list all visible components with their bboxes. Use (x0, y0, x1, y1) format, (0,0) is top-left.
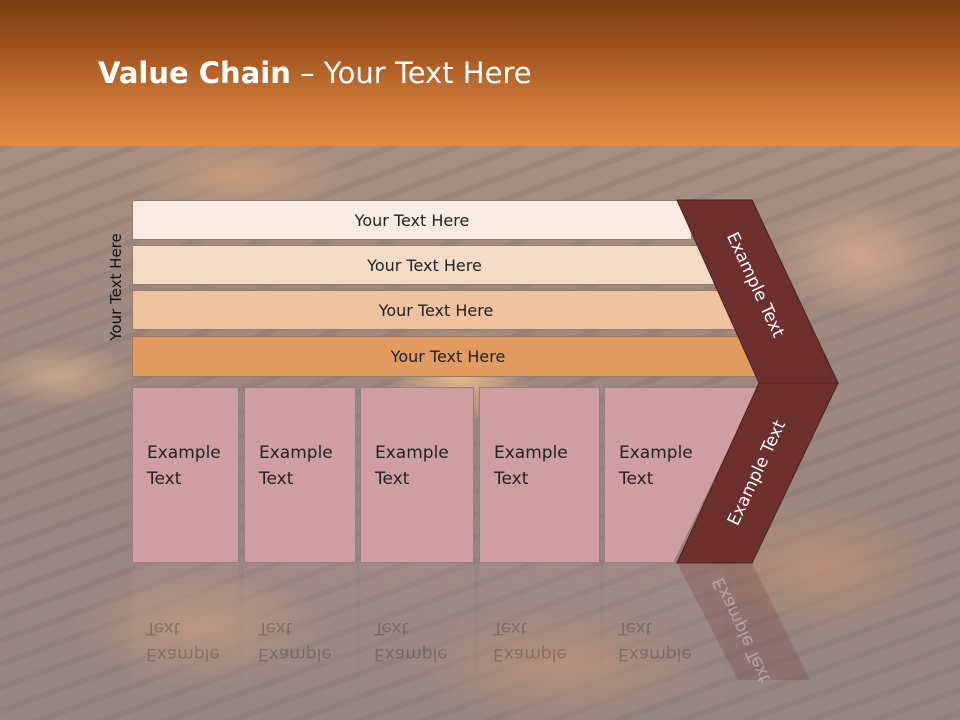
title-banner: Value Chain – Your Text Here (0, 0, 960, 146)
cell-1[interactable]: Example Text (132, 387, 239, 563)
cell-5-label: Example Text (619, 443, 693, 489)
cell-2-label: Example Text (259, 443, 333, 489)
bar-4[interactable]: Your Text Here (132, 336, 764, 377)
cell-2[interactable]: Example Text (244, 387, 356, 563)
cell-1-label: Example Text (147, 443, 221, 489)
bar-2[interactable]: Your Text Here (132, 245, 717, 285)
bar-3[interactable]: Your Text Here (132, 290, 740, 330)
bar-3-label: Your Text Here (378, 300, 494, 320)
bar-1[interactable]: Your Text Here (132, 200, 692, 240)
chevron-bottom-segment[interactable] (676, 382, 839, 564)
cell-3-reflection: Example Text (360, 563, 474, 720)
chevron-reflection (677, 563, 810, 680)
cell-5-reflection: Example Text (604, 563, 724, 720)
bar-2-label: Your Text Here (367, 255, 482, 275)
cell-4[interactable]: Example Text (479, 387, 600, 563)
cell-2-reflection: Example Text (244, 563, 356, 720)
slide-title[interactable]: Value Chain – Your Text Here (98, 56, 532, 90)
cell-4-reflection: Example Text (479, 563, 600, 720)
cell-3-label: Example Text (375, 443, 449, 489)
title-bold: Value Chain (98, 56, 291, 90)
bar-1-label: Your Text Here (354, 210, 470, 230)
title-rest: – Your Text Here (290, 56, 532, 90)
cell-3[interactable]: Example Text (360, 387, 474, 563)
bar-4-label: Your Text Here (390, 347, 506, 366)
cell-4-label: Example Text (494, 443, 568, 489)
cell-1-reflection: Example Text (132, 563, 239, 720)
